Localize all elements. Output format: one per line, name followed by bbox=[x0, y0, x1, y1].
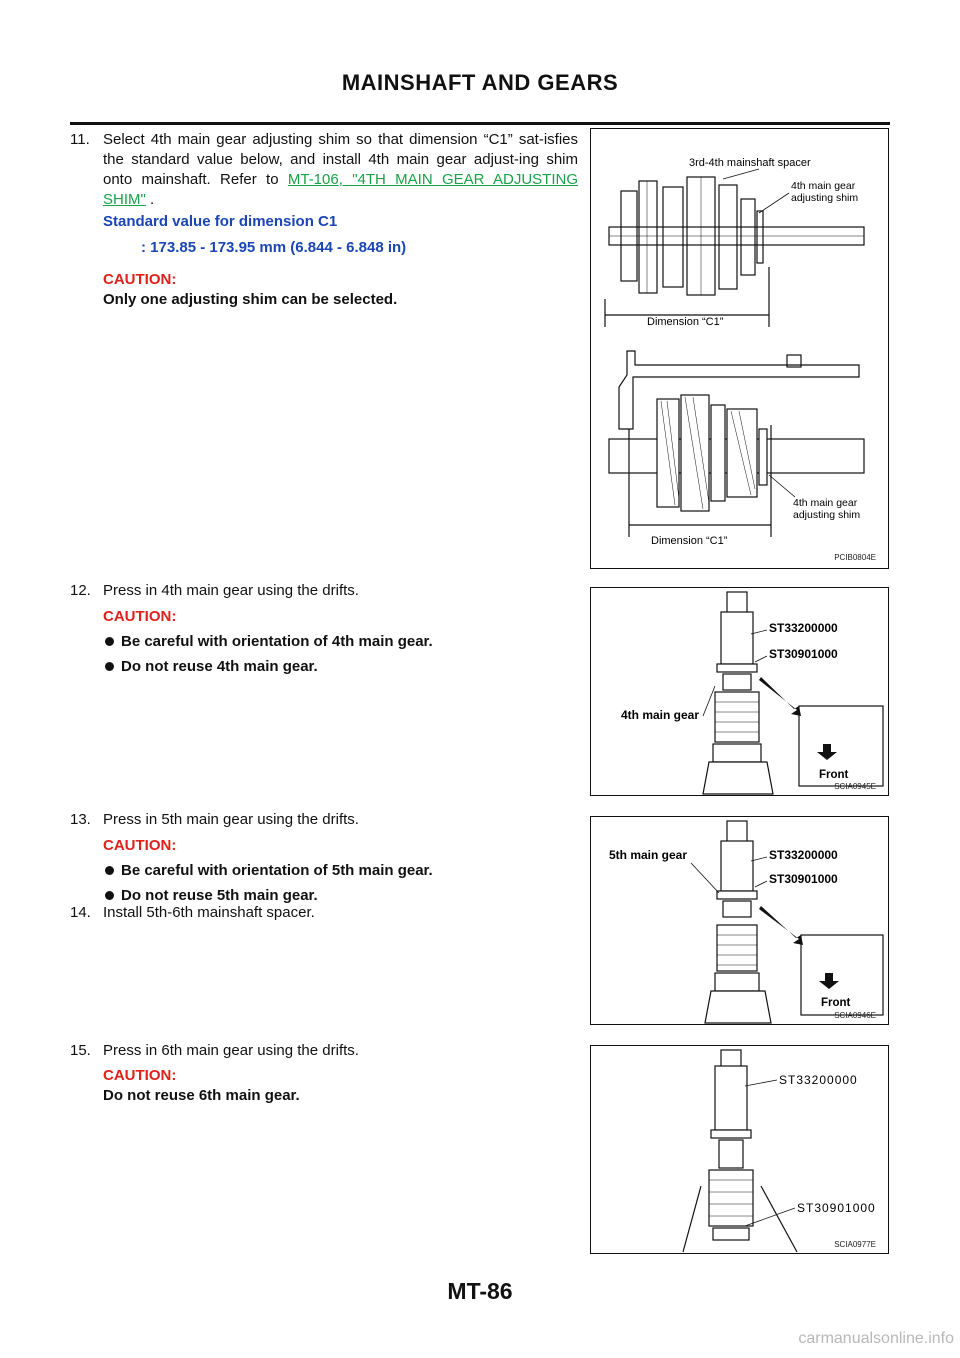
caution-title: CAUTION: bbox=[103, 608, 177, 625]
caution-bullet: Be careful with orientation of 5th main … bbox=[103, 861, 573, 881]
step-number: 13. bbox=[70, 811, 91, 828]
step-number: 12. bbox=[70, 582, 91, 599]
caution-block-11: CAUTION: Only one adjusting shim can be … bbox=[103, 270, 573, 310]
label-tool2: ST30901000 bbox=[797, 1201, 876, 1215]
step-text-end: . bbox=[145, 191, 155, 208]
page-title: MAINSHAFT AND GEARS bbox=[341, 70, 619, 95]
label-dimension-bottom: Dimension “C1” bbox=[651, 535, 728, 547]
label-front: Front bbox=[821, 997, 851, 1009]
step-text: Select 4th main gear adjusting shim so t… bbox=[103, 130, 578, 210]
figure-code: PCIB0804E bbox=[834, 553, 876, 562]
standard-value-block: Standard value for dimension C1 : 173.85… bbox=[103, 212, 573, 258]
caution-title: CAUTION: bbox=[103, 1067, 177, 1084]
caution-text: Only one adjusting shim can be selected. bbox=[103, 291, 398, 308]
figure-code: SCIA0946E bbox=[834, 1011, 876, 1020]
caution-bullet: Do not reuse 4th main gear. bbox=[103, 657, 573, 677]
page-number: MT-86 bbox=[447, 1278, 513, 1304]
bullet-icon bbox=[105, 662, 114, 671]
step-11: 11. Select 4th main gear adjusting shim … bbox=[70, 130, 578, 210]
step-text-intro: Select 4th main gear adjusting shim so t… bbox=[103, 131, 578, 188]
reference-link[interactable]: MT-106, "4TH MAIN GEAR ADJUSTING SHIM" bbox=[103, 171, 578, 208]
label-gear: 5th main gear bbox=[609, 848, 687, 862]
bullet-text: Be careful with orientation of 4th main … bbox=[121, 633, 433, 650]
label-tool1: ST33200000 bbox=[779, 1073, 858, 1087]
header-rule bbox=[70, 122, 890, 125]
bullet-text: Do not reuse 4th main gear. bbox=[121, 658, 318, 675]
label-tool2: ST30901000 bbox=[769, 647, 838, 661]
standard-label: Standard value for dimension C1 bbox=[103, 213, 338, 230]
caution-block-15: CAUTION: Do not reuse 6th main gear. bbox=[103, 1066, 573, 1106]
step-15: 15. Press in 6th main gear using the dri… bbox=[70, 1041, 578, 1061]
step-text: Press in 4th main gear using the drifts. bbox=[103, 582, 359, 599]
caution-title: CAUTION: bbox=[103, 271, 177, 288]
step-13: 13. Press in 5th main gear using the dri… bbox=[70, 810, 578, 830]
label-dimension-top: Dimension “C1” bbox=[647, 316, 724, 328]
bullet-text: Do not reuse 5th main gear. bbox=[121, 887, 318, 904]
label-tool2: ST30901000 bbox=[769, 872, 838, 886]
label-tool1: ST33200000 bbox=[769, 848, 838, 862]
caution-title: CAUTION: bbox=[103, 837, 177, 854]
step-number: 14. bbox=[70, 904, 91, 921]
step-text: Press in 5th main gear using the drifts. bbox=[103, 811, 359, 828]
5th-gear-press-diagram: ST33200000 ST30901000 5th main gear Fron… bbox=[609, 820, 884, 1024]
caution-bullet: Do not reuse 5th main gear. bbox=[103, 886, 573, 906]
caution-block-12: CAUTION: Be careful with orientation of … bbox=[103, 607, 573, 677]
caution-block-13: CAUTION: Be careful with orientation of … bbox=[103, 836, 573, 906]
bullet-text: Be careful with orientation of 5th main … bbox=[121, 862, 433, 879]
bullet-icon bbox=[105, 866, 114, 875]
4th-gear-press-diagram: ST33200000 ST30901000 4th main gear Fron… bbox=[621, 591, 884, 795]
figure-code: SCIA0945E bbox=[834, 782, 876, 791]
step-14: 14. Install 5th-6th mainshaft spacer. bbox=[70, 903, 578, 923]
bullet-icon bbox=[105, 891, 114, 900]
step-text: Press in 6th main gear using the drifts. bbox=[103, 1042, 359, 1059]
standard-value: : 173.85 - 173.95 mm (6.844 - 6.848 in) bbox=[141, 239, 407, 256]
figure-code: SCIA0977E bbox=[834, 1240, 876, 1249]
figure-6th-gear-press: ST33200000 ST30901000 SCIA0977E bbox=[590, 1045, 889, 1254]
label-front: Front bbox=[819, 769, 849, 781]
label-spacer: 3rd-4th mainshaft spacer bbox=[689, 157, 811, 169]
bullet-icon bbox=[105, 637, 114, 646]
caution-text: Do not reuse 6th main gear. bbox=[103, 1087, 300, 1104]
caution-bullet: Be careful with orientation of 4th main … bbox=[103, 632, 573, 652]
6th-gear-press-diagram: ST33200000 ST30901000 bbox=[682, 1049, 876, 1253]
step-number: 15. bbox=[70, 1042, 91, 1059]
figure-5th-gear-press: ST33200000 ST30901000 5th main gear Fron… bbox=[590, 816, 889, 1025]
label-tool1: ST33200000 bbox=[769, 621, 838, 635]
figure-4th-gear-press: ST33200000 ST30901000 4th main gear Fron… bbox=[590, 587, 889, 796]
step-number: 11. bbox=[70, 131, 90, 148]
label-gear: 4th main gear bbox=[621, 708, 699, 722]
step-text: Install 5th-6th mainshaft spacer. bbox=[103, 904, 315, 921]
watermark: carmanualsonline.info bbox=[798, 1330, 954, 1347]
step-12: 12. Press in 4th main gear using the dri… bbox=[70, 581, 578, 601]
